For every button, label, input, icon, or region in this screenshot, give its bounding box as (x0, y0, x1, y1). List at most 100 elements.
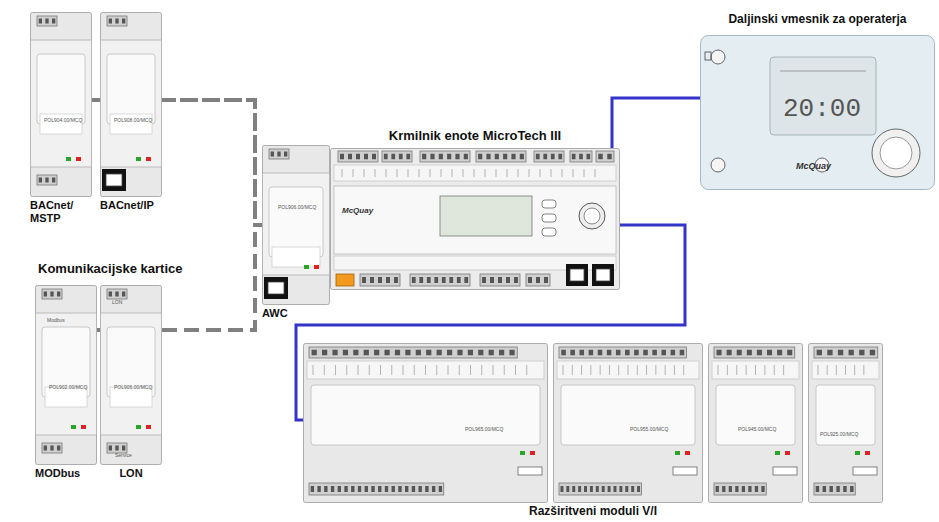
terminal-screw (767, 350, 772, 356)
terminal-screw (372, 154, 376, 160)
terminal-screw (490, 277, 494, 283)
device-marking: 20:00 (783, 95, 861, 125)
terminal-screw (122, 292, 125, 297)
terminal-screw (464, 154, 468, 160)
terminal-block (814, 347, 878, 358)
module-rail (36, 313, 97, 435)
label-area (45, 387, 87, 407)
terminal-screw (109, 19, 112, 24)
bacnet-ip-card: BACnet/IP (100, 12, 162, 197)
terminal-screw (455, 154, 459, 160)
ethernet-socket (570, 269, 584, 281)
status-led (136, 425, 141, 429)
terminal-block (480, 274, 520, 286)
front-window (311, 385, 540, 445)
module-rail (31, 40, 92, 167)
bacnet-ip-card-drawing (100, 12, 162, 197)
legend-tick (335, 365, 336, 375)
push-button (542, 214, 556, 222)
legend-tick (419, 169, 420, 177)
module-housing (263, 146, 330, 305)
lcd-display (440, 196, 532, 236)
terminal-block (107, 16, 127, 26)
terminal-screw (608, 486, 611, 492)
part-marking: POL925.00/MCQ (820, 432, 858, 437)
legend-tick (563, 365, 564, 375)
terminal-screw (579, 154, 583, 160)
terminal-screw (344, 486, 347, 492)
legend-tick (463, 169, 464, 177)
legend-tick (718, 365, 719, 375)
part-marking: POL904.00/MCQ (44, 118, 82, 123)
terminal-screw (637, 486, 640, 492)
front-window (107, 327, 155, 397)
terminal-legend (812, 361, 879, 379)
terminal-screw (322, 350, 327, 356)
terminal-screw (816, 486, 819, 492)
part-marking: POL945.00/MCQ (738, 427, 776, 432)
bus-cable (612, 98, 700, 148)
terminal-screw (427, 277, 431, 283)
terminal-screw (625, 350, 630, 356)
part-marking: LON (112, 300, 122, 305)
terminal-screw (406, 154, 410, 160)
awc-module-drawing (262, 145, 330, 305)
push-button (542, 228, 556, 236)
terminal-screw (870, 350, 875, 356)
ethernet-socket (596, 269, 610, 281)
terminal-screw (351, 486, 354, 492)
terminal-screw (340, 154, 344, 160)
terminal-block (309, 483, 444, 495)
terminal-screw (449, 277, 453, 283)
legend-tick (403, 365, 404, 375)
terminal-screw (50, 446, 53, 451)
terminal-block (382, 151, 412, 162)
terminal-screw (447, 154, 451, 160)
terminal-screw (437, 350, 442, 356)
device-label: BACnet/IP (100, 199, 162, 212)
device-label: Krmilnik enote MicroTech III (330, 129, 620, 144)
terminal-screw (271, 152, 274, 157)
legend-tick (581, 365, 582, 375)
terminal-screw (447, 350, 452, 356)
remote-button (711, 50, 725, 64)
module-housing (101, 286, 162, 465)
terminal-screw (544, 277, 548, 283)
status-led (76, 157, 81, 161)
legend-tick (573, 169, 574, 177)
terminal-screw (716, 486, 719, 492)
legend-tick (736, 365, 737, 375)
terminal-screw (859, 350, 864, 356)
terminal-screw (735, 486, 738, 492)
terminal-block (37, 16, 57, 26)
legend-tick (493, 365, 494, 375)
legend-tick (364, 169, 365, 177)
terminal-screw (464, 277, 468, 283)
terminal-screw (643, 350, 648, 356)
terminal-legend (307, 361, 544, 379)
push-button (542, 200, 556, 208)
ethernet-socket (106, 174, 122, 186)
part-marking: POL906.00/MCQ (114, 385, 152, 390)
legend-tick (529, 169, 530, 177)
terminal-screw (52, 178, 55, 183)
terminal-screw (849, 350, 854, 356)
terminal-screw (838, 350, 843, 356)
rotary-knob-center (584, 208, 600, 224)
legend-tick (474, 169, 475, 177)
legend-tick (342, 169, 343, 177)
rotary-knob (579, 203, 605, 229)
terminal-screw (395, 350, 400, 356)
terminal-block (570, 151, 592, 162)
legend-tick (595, 169, 596, 177)
terminal-block (42, 443, 62, 453)
ethernet-port (566, 264, 588, 286)
network-link (162, 100, 262, 225)
terminal-screw (536, 154, 540, 160)
terminal-screw (625, 486, 628, 492)
legend-tick (515, 365, 516, 375)
legend-tick (572, 365, 573, 375)
legend-tick (755, 365, 756, 375)
legend-tick (818, 365, 819, 375)
terminal-screw (39, 19, 42, 24)
